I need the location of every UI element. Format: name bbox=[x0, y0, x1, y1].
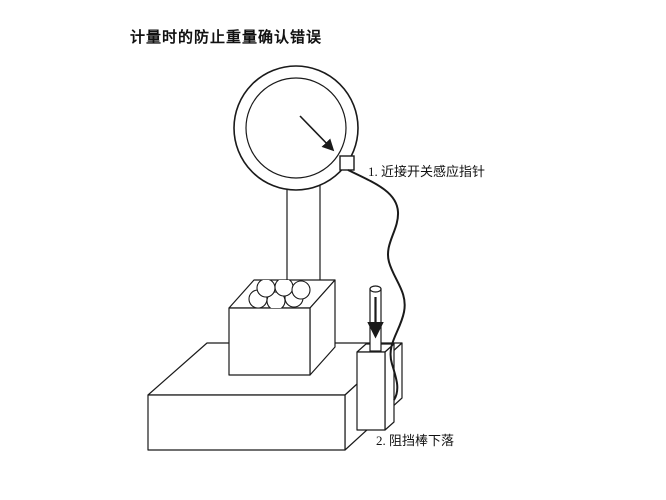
ball bbox=[256, 280, 276, 298]
rod-callout-label: 2. 阻挡棒下落 bbox=[376, 433, 455, 448]
dial bbox=[233, 65, 359, 191]
sensor-callout-label: 1. 近接开关感应指针 bbox=[368, 164, 486, 179]
proximity-sensor bbox=[339, 155, 355, 171]
sensor-cable bbox=[347, 169, 406, 401]
base-front-face bbox=[147, 394, 346, 451]
housing-right-face bbox=[384, 343, 395, 431]
blocker-housing bbox=[356, 343, 395, 431]
dial-inner-ring bbox=[245, 77, 347, 179]
needle-arrow bbox=[299, 115, 335, 152]
container-front-face bbox=[228, 307, 311, 376]
ball bbox=[274, 280, 294, 297]
housing-front-face bbox=[356, 351, 386, 431]
balls bbox=[248, 280, 311, 308]
diagram-title: 计量时的防止重量确认错误 bbox=[130, 30, 323, 46]
blocking-rod bbox=[367, 285, 384, 352]
rod-top bbox=[369, 285, 382, 293]
ball bbox=[291, 280, 311, 300]
